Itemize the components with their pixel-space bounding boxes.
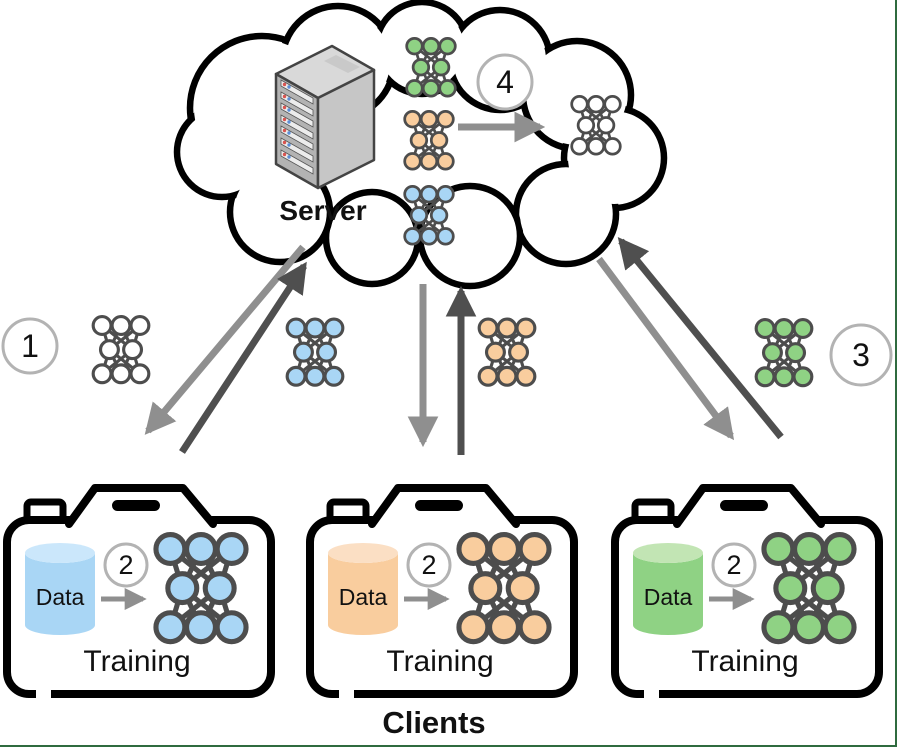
neural-network-icon-white-transfer <box>91 315 151 385</box>
training-label: Training <box>691 645 798 678</box>
client-card-3: Data 2 Training <box>615 488 879 704</box>
data-label: Data <box>339 584 388 610</box>
training-label: Training <box>386 645 493 678</box>
step-3-badge: 3 <box>829 323 893 387</box>
step-1-badge: 1 <box>1 317 59 375</box>
step-2-badge: 2 <box>711 542 757 588</box>
step-2-number: 2 <box>421 550 436 580</box>
step-4-badge: 4 <box>476 53 534 111</box>
upload-arrow-client3 <box>617 237 784 440</box>
client-card-1: Data 2 Training <box>7 488 271 704</box>
database-cylinder-icon <box>328 543 398 635</box>
step-2-number: 2 <box>726 550 741 580</box>
upload-arrow-client1 <box>179 261 307 454</box>
training-label: Training <box>83 645 190 678</box>
step-2-number: 2 <box>118 550 133 580</box>
database-cylinder-icon <box>633 543 703 635</box>
neural-network-icon-orange-transfer <box>477 317 537 387</box>
step-1-number: 1 <box>21 328 39 364</box>
data-label: Data <box>36 584 85 610</box>
neural-network-icon-green-transfer <box>754 318 814 388</box>
step-2-badge: 2 <box>406 542 452 588</box>
step-2-badge: 2 <box>103 542 149 588</box>
server-rack-icon <box>274 44 376 190</box>
neural-network-icon-orange-cloud <box>403 110 455 171</box>
step-3-number: 3 <box>852 337 870 373</box>
download-arrow-client1 <box>144 244 306 435</box>
step-4-number: 4 <box>496 64 514 100</box>
server-label: Server <box>279 195 366 226</box>
database-cylinder-icon <box>25 543 95 635</box>
neural-network-icon-blue-transfer <box>285 317 345 387</box>
clients-label: Clients <box>382 705 485 740</box>
client-card-2: Data 2 Training <box>310 488 574 704</box>
data-label: Data <box>644 584 693 610</box>
download-arrow-client3 <box>596 256 735 441</box>
